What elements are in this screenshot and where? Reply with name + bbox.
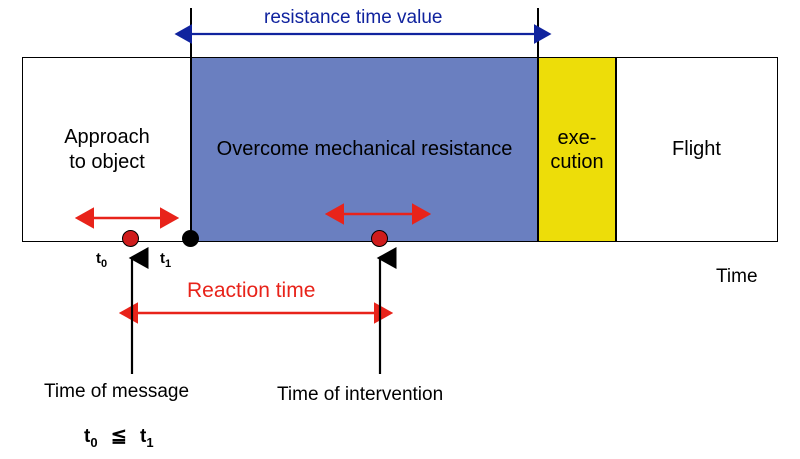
intervention-spread-arrow xyxy=(324,203,432,225)
resistance-time-arrow xyxy=(174,24,552,44)
callout-time-of-message: Time of message xyxy=(44,381,190,402)
marker-t1 xyxy=(182,230,199,247)
reaction-time-label: Reaction time xyxy=(187,279,316,302)
segment-approach-label-line2: to object xyxy=(69,150,145,173)
divider-execution-flight xyxy=(615,58,617,241)
segment-flight-label: Flight xyxy=(672,138,721,160)
label-t0: t0 xyxy=(96,250,108,270)
callout-line-intervention xyxy=(376,247,397,374)
time-axis-label: Time xyxy=(716,266,758,287)
callout-line-message xyxy=(128,247,149,374)
marker-intervention xyxy=(371,230,388,247)
reaction-time-arrow xyxy=(118,302,394,324)
divider-approach-resistance xyxy=(190,58,192,241)
segment-resistance: Overcome mechanical resistance xyxy=(191,58,538,241)
resistance-time-label: resistance time value xyxy=(264,7,443,28)
segment-resistance-label: Overcome mechanical resistance xyxy=(216,138,513,160)
callout-time-of-intervention: Time of intervention xyxy=(277,384,444,405)
label-t1: t1 xyxy=(160,250,172,270)
segment-approach-label-line1: Approach xyxy=(64,125,150,148)
divider-resistance-execution xyxy=(537,58,539,241)
formula-t0-le-t1: t0 ≦ t1 xyxy=(84,426,154,450)
t0-spread-arrow xyxy=(74,207,180,229)
segment-execution-label-line2: cution xyxy=(550,150,604,173)
marker-t0 xyxy=(122,230,139,247)
segment-execution-label-line1: exe- xyxy=(557,126,597,149)
segment-execution: exe- cution xyxy=(538,58,616,241)
segment-flight: Flight xyxy=(616,58,777,241)
